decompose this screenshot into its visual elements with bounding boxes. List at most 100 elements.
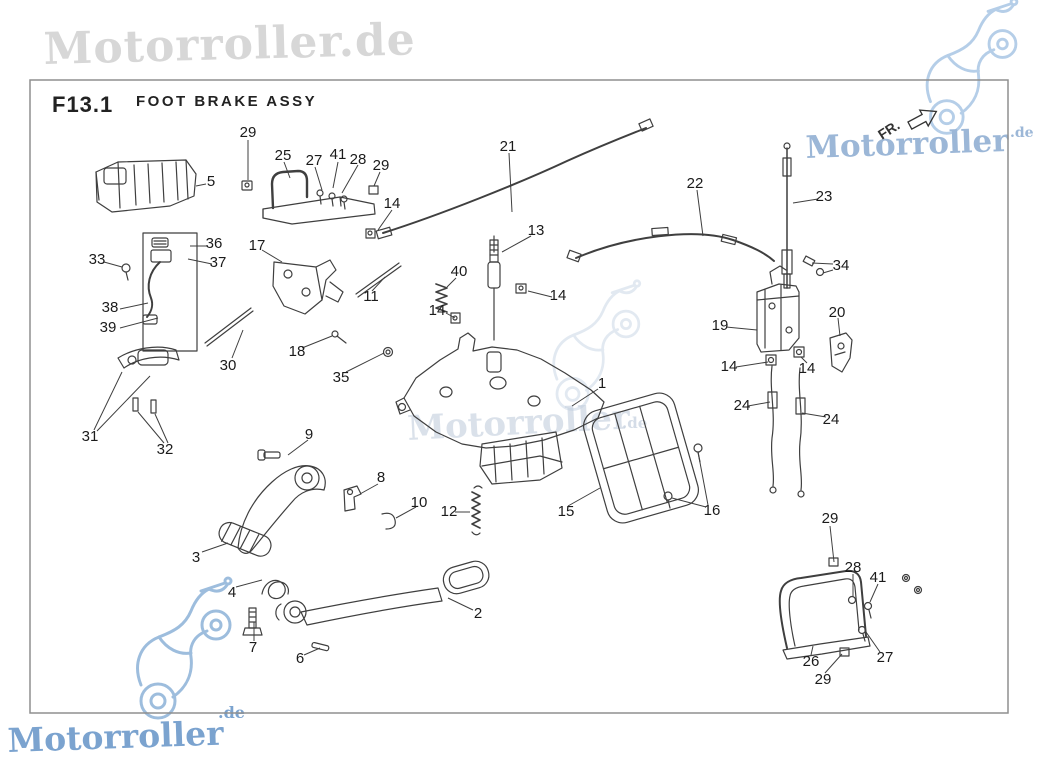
callout-30-25: 30 — [220, 357, 237, 374]
callout-24-31: 24 — [823, 411, 840, 428]
part-9-bolt — [257, 449, 281, 461]
callout-29-5: 29 — [373, 157, 390, 174]
callout-40-19: 40 — [451, 263, 468, 280]
callout-41-3: 41 — [330, 146, 347, 163]
part-17-bracket — [272, 259, 344, 315]
callout-29-0: 29 — [240, 124, 257, 141]
part-25-guard-bracket — [262, 169, 376, 225]
callout-28-47: 28 — [845, 559, 862, 576]
part-19-bracket — [756, 265, 800, 353]
callout-14-22: 14 — [550, 287, 567, 304]
callout-11-20: 11 — [363, 288, 379, 305]
part-21-brake-cable — [375, 118, 654, 240]
watermark-center-suffix: .de — [622, 414, 647, 432]
callout-23-10: 23 — [816, 188, 833, 205]
callout-27-50: 27 — [877, 649, 894, 666]
watermark-top-left: Motorroller.de — [43, 14, 416, 75]
part-7-bolt — [242, 607, 263, 636]
left-master-assembly — [117, 232, 198, 414]
part-6-pin — [311, 641, 330, 652]
part-10-hook — [381, 512, 396, 530]
callout-5-6: 5 — [207, 173, 215, 190]
callout-14-8: 14 — [384, 195, 401, 212]
part-40-spring — [435, 283, 448, 313]
callout-29-46: 29 — [822, 510, 839, 527]
part-2-pedal-arm — [275, 560, 490, 626]
fasteners-26-area — [828, 557, 923, 657]
diagram-frame — [29, 79, 1009, 714]
watermark-layer: Motorroller.de Motorroller .de Motorroll… — [7, 0, 1034, 760]
callout-41-48: 41 — [870, 569, 887, 586]
part-15-step-plate — [583, 392, 699, 524]
diagram-art — [95, 118, 923, 660]
callout-8-36: 8 — [377, 469, 385, 486]
watermark-top-right-suffix: .de — [1010, 125, 1034, 141]
part-18-bolt — [331, 330, 347, 344]
callout-4-42: 4 — [228, 584, 236, 601]
diagram-code: F13.1 — [52, 92, 113, 117]
part-34-fasteners — [802, 255, 825, 277]
callout-9-35: 9 — [305, 426, 313, 443]
part-12-spring — [471, 485, 483, 536]
callout-14-29: 14 — [799, 360, 816, 377]
part-20-bracket — [829, 332, 853, 373]
callout-20-24: 20 — [829, 304, 846, 321]
callout-38-17: 38 — [102, 299, 119, 316]
fasteners-27-41-28-top — [316, 185, 379, 210]
callout-24-30: 24 — [734, 397, 751, 414]
callout-31-32: 31 — [82, 428, 99, 445]
part-14-clevis-top — [365, 228, 376, 239]
callout-19-23: 19 — [712, 317, 729, 334]
part-11-rod — [355, 262, 402, 298]
callout-29-51: 29 — [815, 671, 832, 688]
callout-18-26: 18 — [289, 343, 306, 360]
scooter-watermark-top-right-icon — [925, 0, 1019, 135]
part-14-clevis-right — [765, 346, 805, 366]
part-8-bracket — [343, 485, 362, 512]
watermark-center: Motorroller — [406, 397, 631, 449]
callout-35-27: 35 — [333, 369, 350, 386]
part-13-rod — [487, 235, 501, 341]
part-24-cables — [767, 365, 806, 498]
callout-2-43: 2 — [474, 605, 482, 622]
callout-33-16: 33 — [89, 251, 106, 268]
callout-32-33: 32 — [157, 441, 174, 458]
callout-37-14: 37 — [210, 254, 227, 271]
callout-34-12: 34 — [833, 257, 850, 274]
watermark-bottom-left: Motorroller — [7, 713, 225, 760]
callout-13-11: 13 — [528, 222, 545, 239]
diagram-title: FOOT BRAKE ASSY — [136, 93, 317, 110]
callout-15-37: 15 — [558, 503, 575, 520]
callout-6-45: 6 — [296, 650, 304, 667]
callout-17-15: 17 — [249, 237, 266, 254]
callout-39-18: 39 — [100, 319, 117, 336]
callout-10-39: 10 — [411, 494, 428, 511]
part-14-clevis-mid — [450, 283, 527, 324]
part-23-rod — [781, 142, 793, 289]
callout-21-7: 21 — [500, 138, 517, 155]
callout-22-9: 22 — [687, 175, 704, 192]
callout-1-34: 1 — [598, 375, 606, 392]
scooter-watermark-bottom-left-icon — [136, 576, 233, 720]
fr-arrow-icon — [907, 109, 938, 130]
part-5-pedal-pad — [95, 159, 197, 213]
callout-25-1: 25 — [275, 147, 292, 164]
callout-7-44: 7 — [249, 639, 257, 656]
part-3-brake-arm — [218, 465, 326, 557]
callout-27-2: 27 — [306, 152, 323, 169]
callout-16-38: 16 — [704, 502, 721, 519]
callout-36-13: 36 — [206, 235, 223, 252]
callout-3-41: 3 — [192, 549, 200, 566]
title-block: F13.1 FOOT BRAKE ASSY — [52, 92, 317, 117]
callout-14-28: 14 — [721, 358, 738, 375]
part-29-nut-top — [241, 180, 253, 191]
part-4-spring — [261, 579, 290, 600]
part-22-cable — [566, 226, 775, 263]
callout-28-4: 28 — [350, 151, 367, 168]
callout-26-49: 26 — [803, 653, 820, 670]
part-1-main-bracket — [395, 332, 605, 485]
leader-lines — [93, 140, 881, 674]
